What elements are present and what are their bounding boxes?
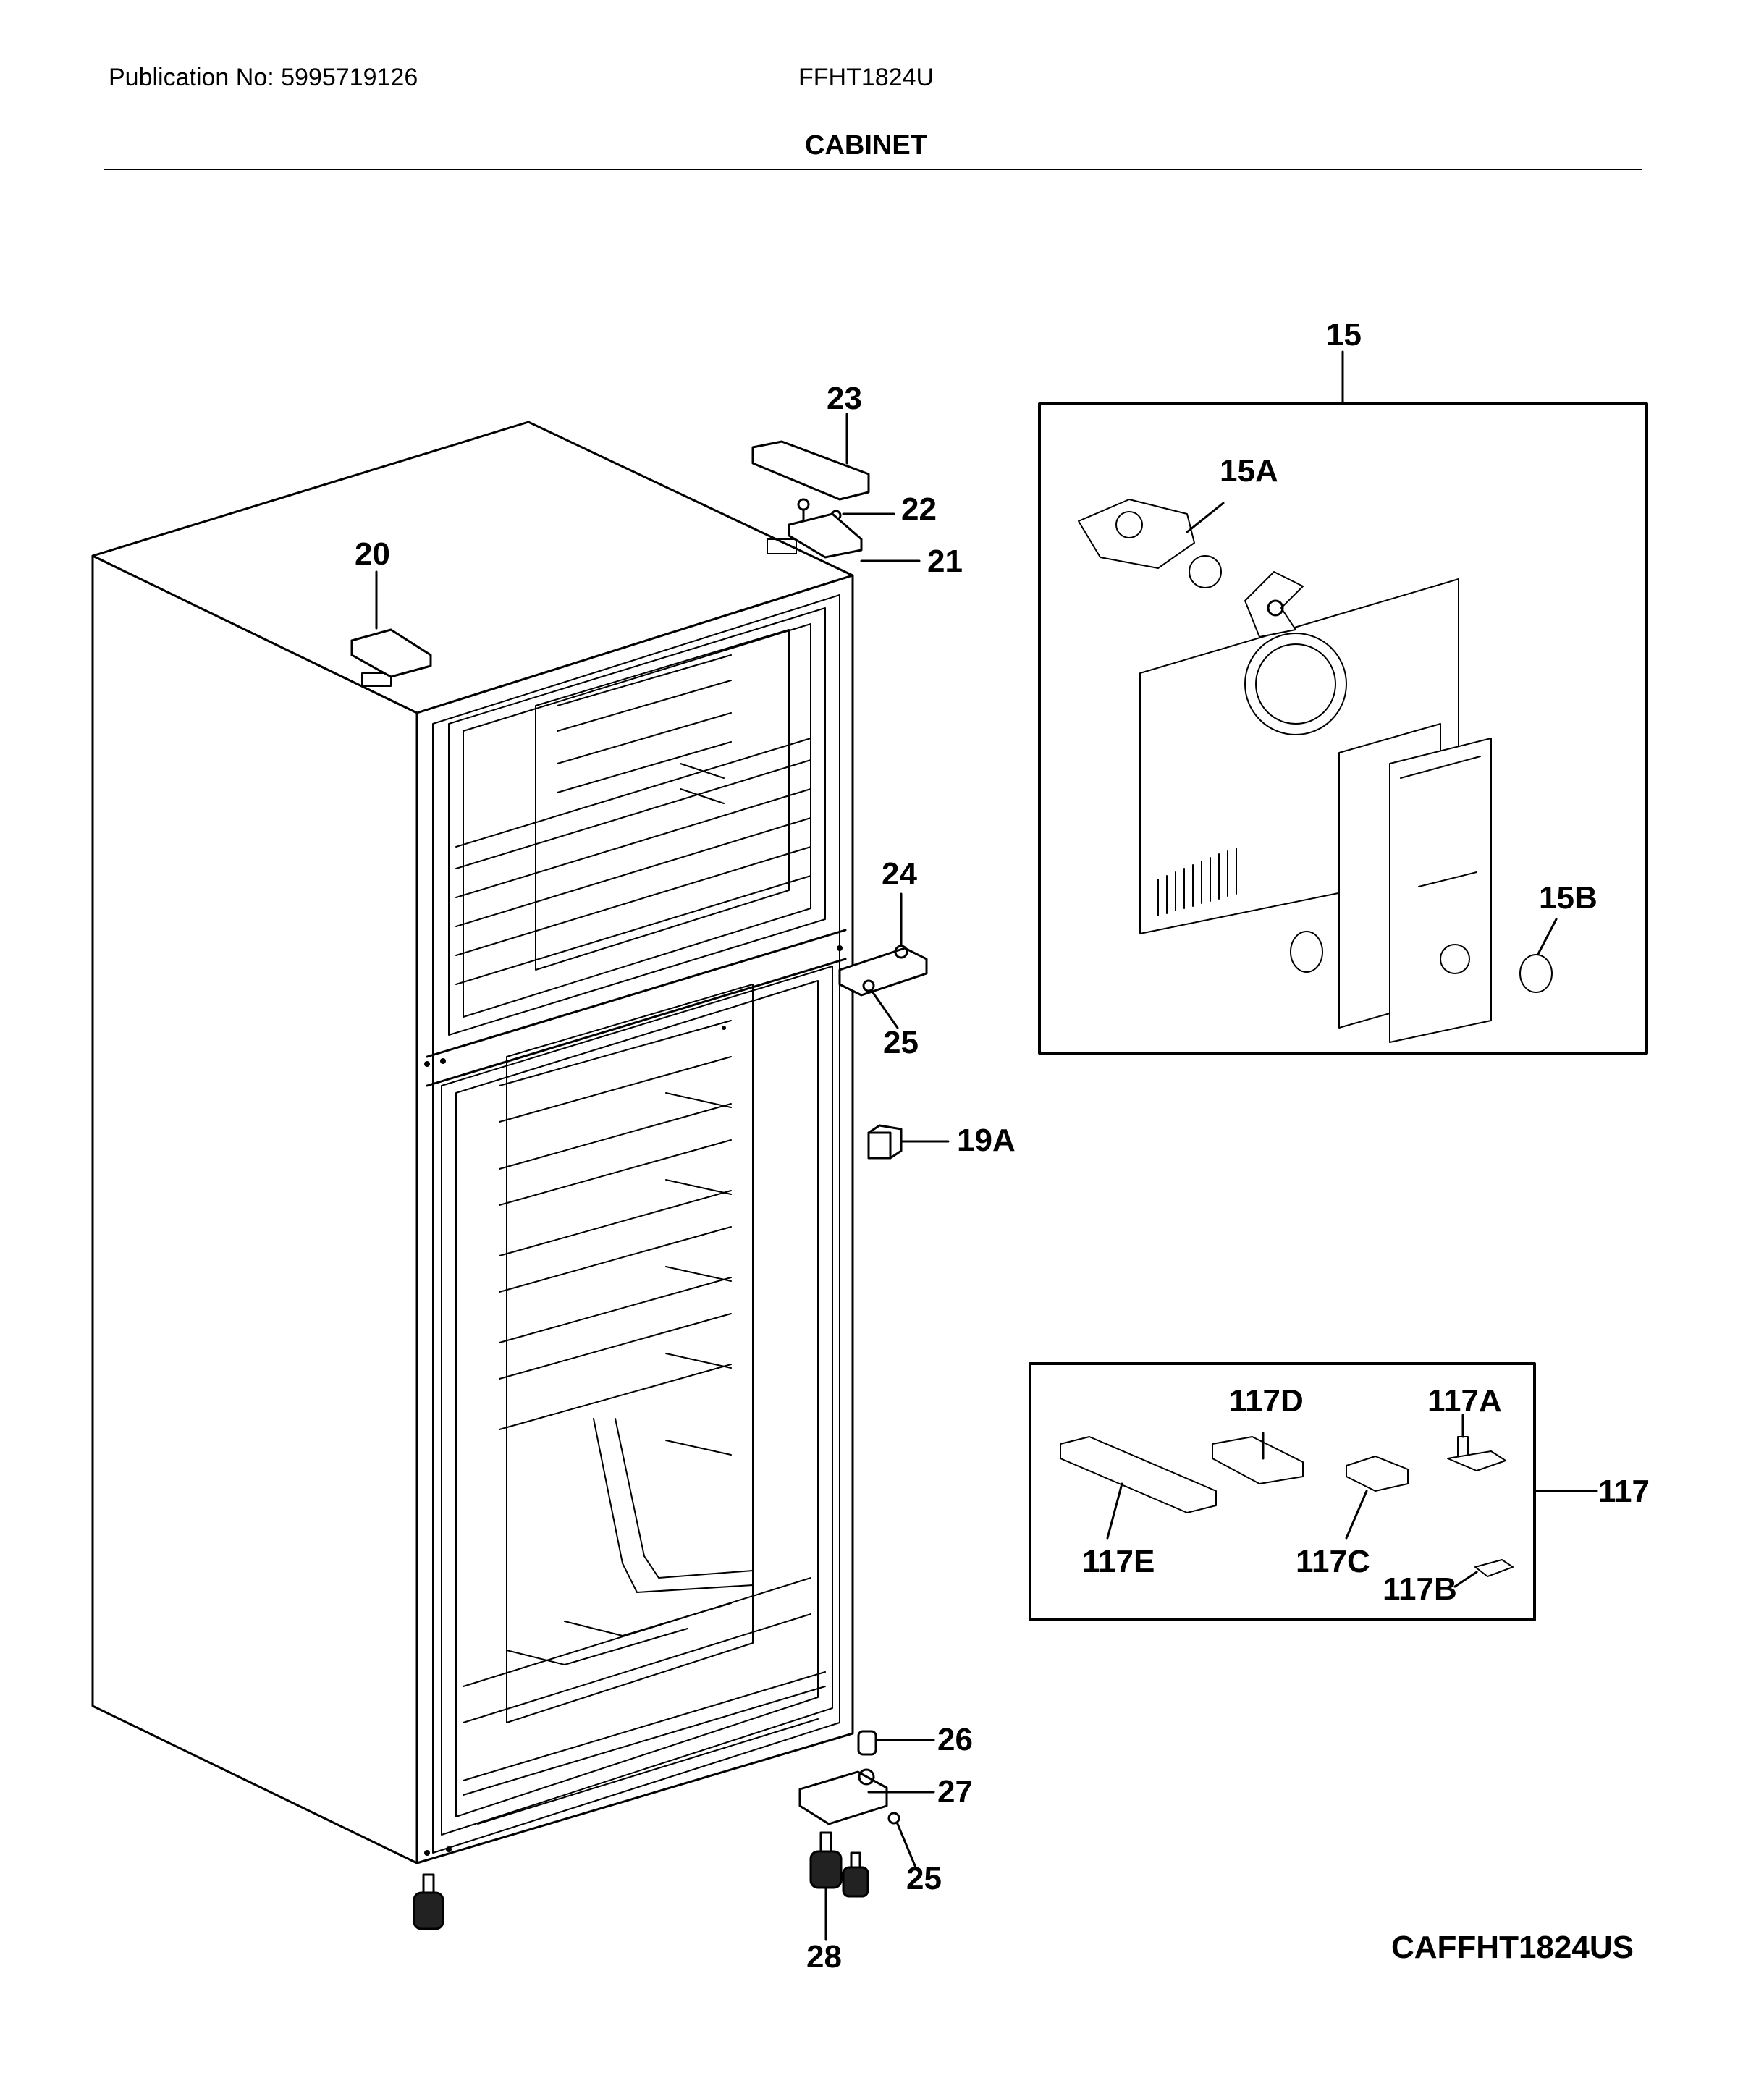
part-20-hinge-cover <box>350 570 432 678</box>
part-21-top-hinge <box>788 512 921 562</box>
model-number: FFHT1824U <box>798 64 934 91</box>
callout-21: 21 <box>927 544 963 579</box>
assembly-117-box <box>1029 1362 1598 1621</box>
part-25-screw-lower <box>887 1812 917 1869</box>
diagram-code: CAFFHT1824US <box>1391 1930 1634 1965</box>
callout-22: 22 <box>901 491 937 527</box>
part-23-hinge-cover-top <box>751 413 870 501</box>
part-25-screw-upper <box>862 979 899 1029</box>
callout-23: 23 <box>827 381 862 416</box>
callout-25-upper: 25 <box>883 1025 919 1060</box>
callout-24: 24 <box>882 856 917 892</box>
part-26-bushing <box>857 1730 935 1756</box>
part-27-bottom-hinge <box>798 1768 935 1825</box>
front-leveling-leg <box>413 1873 444 1930</box>
part-19A-switch <box>867 1124 950 1160</box>
part-28-leveling-leg <box>809 1831 869 1941</box>
section-title: CABINET <box>805 130 927 161</box>
part-24-middle-hinge <box>838 892 928 997</box>
callout-117D: 117D <box>1229 1383 1304 1419</box>
callout-25-lower: 25 <box>906 1861 942 1896</box>
callout-15A: 15A <box>1220 453 1278 489</box>
refrigerator-cabinet <box>91 421 854 1864</box>
assembly-15-box <box>1038 350 1648 1055</box>
callout-15B: 15B <box>1539 880 1598 916</box>
callout-28: 28 <box>806 1939 842 1974</box>
callout-117B: 117B <box>1383 1571 1457 1607</box>
callout-15: 15 <box>1326 317 1362 352</box>
callout-117C: 117C <box>1296 1544 1370 1579</box>
callout-26: 26 <box>937 1722 973 1757</box>
callout-19A: 19A <box>957 1123 1016 1158</box>
callout-117A: 117A <box>1427 1383 1502 1419</box>
callout-20: 20 <box>355 536 390 572</box>
publication-number: Publication No: 5995719126 <box>109 64 418 91</box>
callout-117E: 117E <box>1082 1544 1155 1579</box>
header-rule <box>104 169 1642 170</box>
callout-117: 117 <box>1598 1474 1650 1509</box>
callout-27: 27 <box>937 1774 973 1809</box>
